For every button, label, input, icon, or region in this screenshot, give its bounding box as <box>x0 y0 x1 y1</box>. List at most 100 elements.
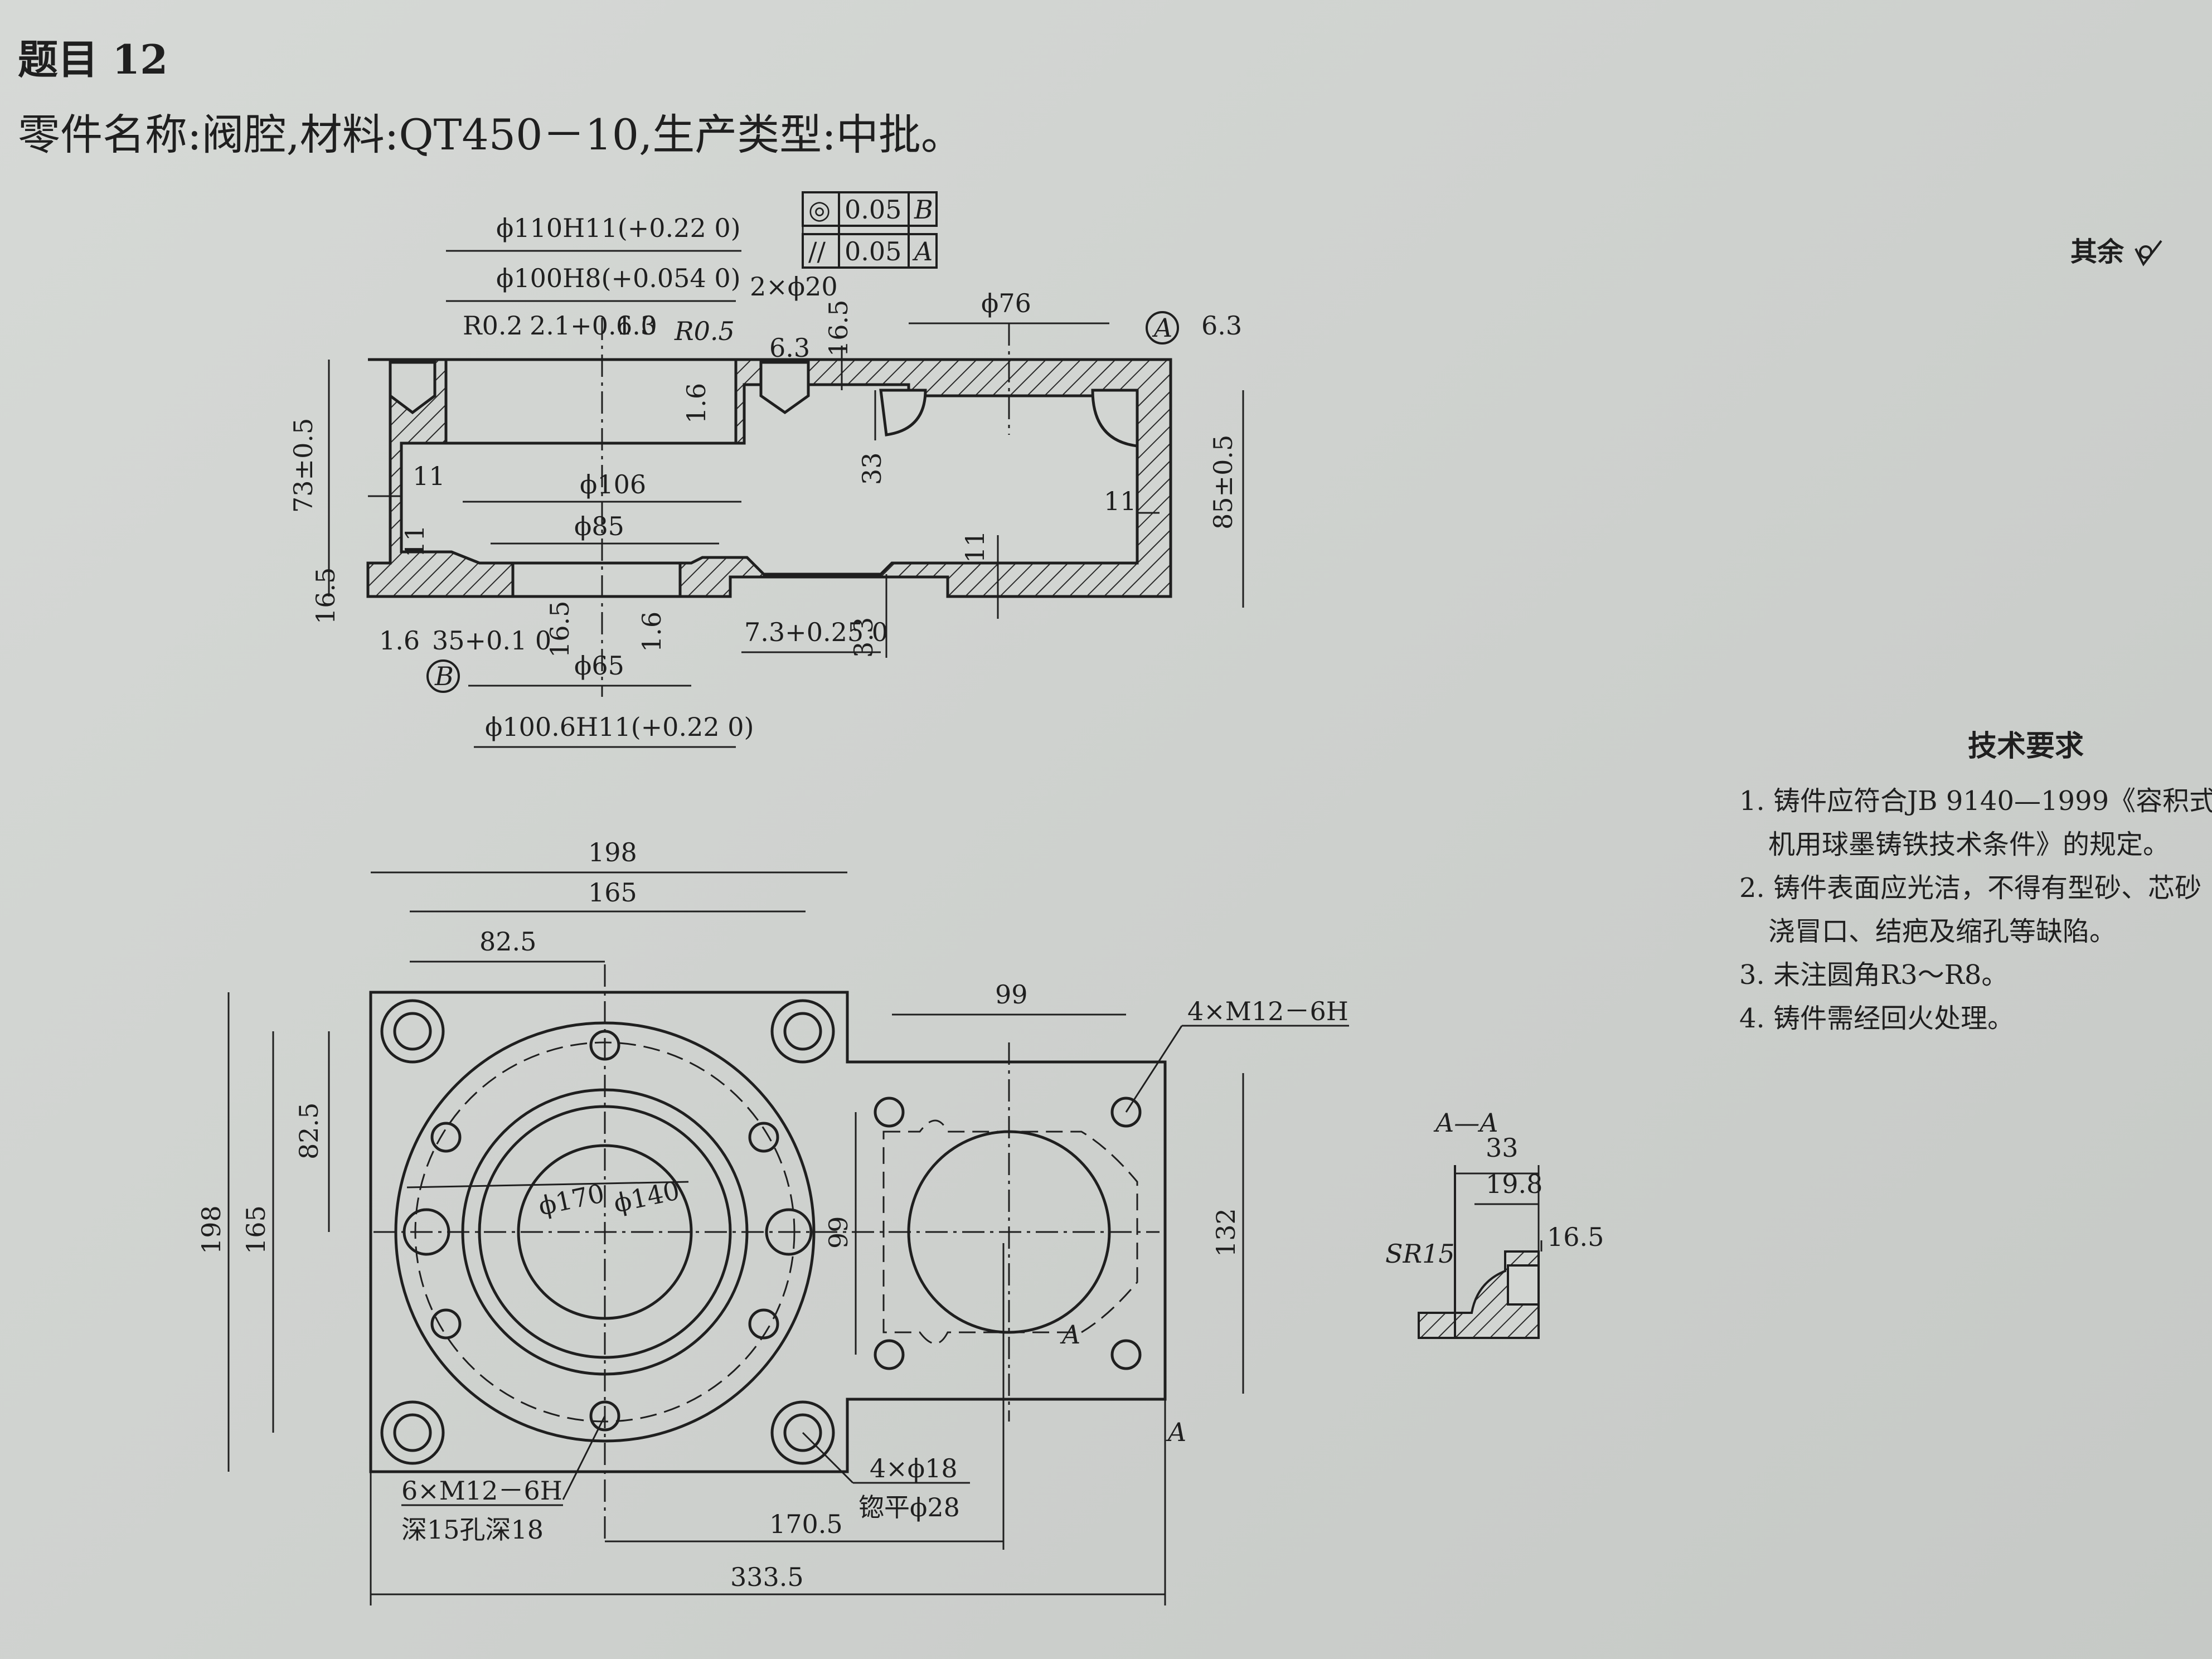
roughness-note: 其余 <box>2070 230 2169 270</box>
tech-item-4: 4. 铸件需经回火处理。 <box>1739 997 2212 1040</box>
dim-r05: R0.5 <box>674 316 735 346</box>
dim-165-left: 165 <box>241 1205 271 1254</box>
right-pocket <box>879 389 927 436</box>
tech-item-number: 4. <box>1739 1003 1765 1034</box>
threaded-hole-right <box>759 361 810 415</box>
dim-73b: 7.3+0.25 0 <box>744 617 888 647</box>
dim-198-left: 198 <box>196 1205 226 1254</box>
bore-inner <box>517 1144 693 1320</box>
dim-99-vert: 99 <box>823 1216 853 1249</box>
datum-a-circle <box>1146 311 1179 345</box>
dim-d106: ϕ106 <box>580 469 646 499</box>
aa-detail-hole <box>1507 1264 1540 1306</box>
mounting-holes <box>380 999 835 1465</box>
problem-heading: 题目 12 <box>18 36 168 83</box>
aa-dim-165: 16.5 <box>1547 1222 1604 1252</box>
tech-item-1: 1. 铸件应符合JB 9140—1999《容积式 机用球墨铸铁技术条件》的规定。 <box>1739 779 2212 866</box>
tech-item-text: 铸件需经回火处理。 <box>1773 1003 2015 1034</box>
port-bolt-holes <box>874 1097 1142 1370</box>
dim-35: 35+0.1 0 <box>432 625 551 656</box>
datum-b-label: B <box>434 661 454 691</box>
dim-33b: 3.3 <box>848 617 879 658</box>
threaded-hole-left <box>389 361 436 415</box>
dim-99-top: 99 <box>995 979 1028 1010</box>
diameter-leader <box>406 1181 689 1189</box>
plan-dimension-lines <box>227 871 1349 1605</box>
dim-r16c: 1.6 <box>637 612 667 652</box>
dim-d100h8: ϕ100H8(+0.054 0) <box>496 263 741 293</box>
roughness-note-label: 其余 <box>2070 236 2124 268</box>
dim-d140: ϕ140 <box>611 1175 682 1219</box>
dim-11b: 11 <box>1104 486 1137 516</box>
dim-d1006: ϕ100.6H11(+0.22 0) <box>485 712 754 742</box>
tech-item-text-cont: 浇冒口、结疤及缩孔等缺陷。 <box>1768 916 2117 947</box>
fcf2-symbol: // <box>808 236 826 266</box>
label-6-m12: 6×M12－6H <box>401 1476 562 1506</box>
tech-requirements-title: 技术要求 <box>1968 729 2084 763</box>
aa-title: A—A <box>1433 1108 1498 1138</box>
aa-dim-198: 19.8 <box>1486 1169 1542 1199</box>
datum-a-label: A <box>1152 313 1172 343</box>
dim-d76: ϕ76 <box>981 288 1031 318</box>
part-description: 零件名称:阀腔,材料:QT450－10,生产类型:中批。 <box>18 110 963 159</box>
counterbore-recess <box>444 358 738 445</box>
datum-b-circle <box>426 659 460 693</box>
dim-r63b: 6.3 <box>769 333 810 363</box>
dim-11d: 11 <box>960 530 990 563</box>
dim-11c: 11 <box>400 525 430 557</box>
label-spotface: 锪平ϕ28 <box>858 1492 960 1522</box>
section-mark-a1: A <box>1060 1320 1080 1350</box>
aa-detail-view <box>1418 1165 1542 1339</box>
fcf-concentricity <box>802 191 938 227</box>
dim-33: 33 <box>857 452 887 485</box>
dim-r16b: 1.6 <box>379 625 420 656</box>
dim-d65: ϕ65 <box>574 651 624 681</box>
fcf2-value: 0.05 <box>845 236 901 266</box>
feature-control-frames <box>426 191 1179 693</box>
dim-21: 2.1+0.1 0 <box>530 311 657 341</box>
fcf2-datum: A <box>912 236 933 266</box>
label-depth: 深15孔深18 <box>401 1515 544 1545</box>
dim-3335: 333.5 <box>730 1562 804 1592</box>
dim-r63a: 6.3 <box>616 311 657 341</box>
aa-sr15: SR15 <box>1385 1239 1455 1269</box>
section-view <box>366 318 1172 697</box>
dim-132: 132 <box>1211 1208 1241 1257</box>
section-dimension-text: ϕ110H11(+0.22 0) ϕ100H8(+0.054 0) R0.2 2… <box>288 195 1242 742</box>
technical-requirements: 技术要求 1. 铸件应符合JB 9140—1999《容积式 机用球墨铸铁技术条件… <box>1739 725 2212 1040</box>
dim-165c: 16.5 <box>545 601 575 658</box>
dim-two-d20: 2×ϕ20 <box>750 271 838 302</box>
dim-85h: 85±0.5 <box>1208 435 1238 530</box>
tech-item-text: 铸件应符合JB 9140—1999《容积式 <box>1773 785 2212 817</box>
tech-item-3: 3. 未注圆角R3～R8。 <box>1739 953 2212 997</box>
fcf1-symbol: ◎ <box>808 195 831 225</box>
tech-item-text-cont: 机用球墨铸铁技术条件》的规定。 <box>1768 829 2170 860</box>
dim-r63c: 6.3 <box>1201 311 1242 341</box>
tech-item-text: 铸件表面应光洁，不得有型砂、芯砂 <box>1773 872 2202 904</box>
dim-165b: 16.5 <box>311 567 341 624</box>
roughness-symbol-icon <box>2134 240 2162 266</box>
aa-dim-33: 33 <box>1486 1133 1519 1163</box>
dim-825-left: 82.5 <box>294 1103 324 1160</box>
dim-d110: ϕ110H11(+0.22 0) <box>496 213 741 243</box>
dim-r02: R0.2 <box>463 311 523 341</box>
port-dashed-outline <box>882 1119 1138 1345</box>
fcf-parallelism <box>802 233 938 269</box>
flange-d140 <box>478 1105 732 1359</box>
dim-1705: 170.5 <box>769 1509 843 1539</box>
dim-r16a: 1.6 <box>681 383 711 424</box>
section-dimension-lines <box>328 195 1244 748</box>
right-pocket-2 <box>1091 389 1139 448</box>
aa-detail-text: A—A 33 19.8 16.5 SR15 <box>1385 1108 1604 1269</box>
tech-item-number: 1. <box>1739 785 1765 817</box>
dim-73: 73±0.5 <box>288 418 318 513</box>
bottom-bore <box>511 561 682 598</box>
dim-165-top: 165 <box>588 877 637 908</box>
fcf1-datum: B <box>914 195 933 225</box>
tech-item-number: 2. <box>1739 872 1765 904</box>
dim-198-top: 198 <box>588 837 637 867</box>
label-4-m12: 4×M12－6H <box>1187 996 1348 1026</box>
tech-item-2: 2. 铸件表面应光洁，不得有型砂、芯砂 浇冒口、结疤及缩孔等缺陷。 <box>1739 866 2212 953</box>
